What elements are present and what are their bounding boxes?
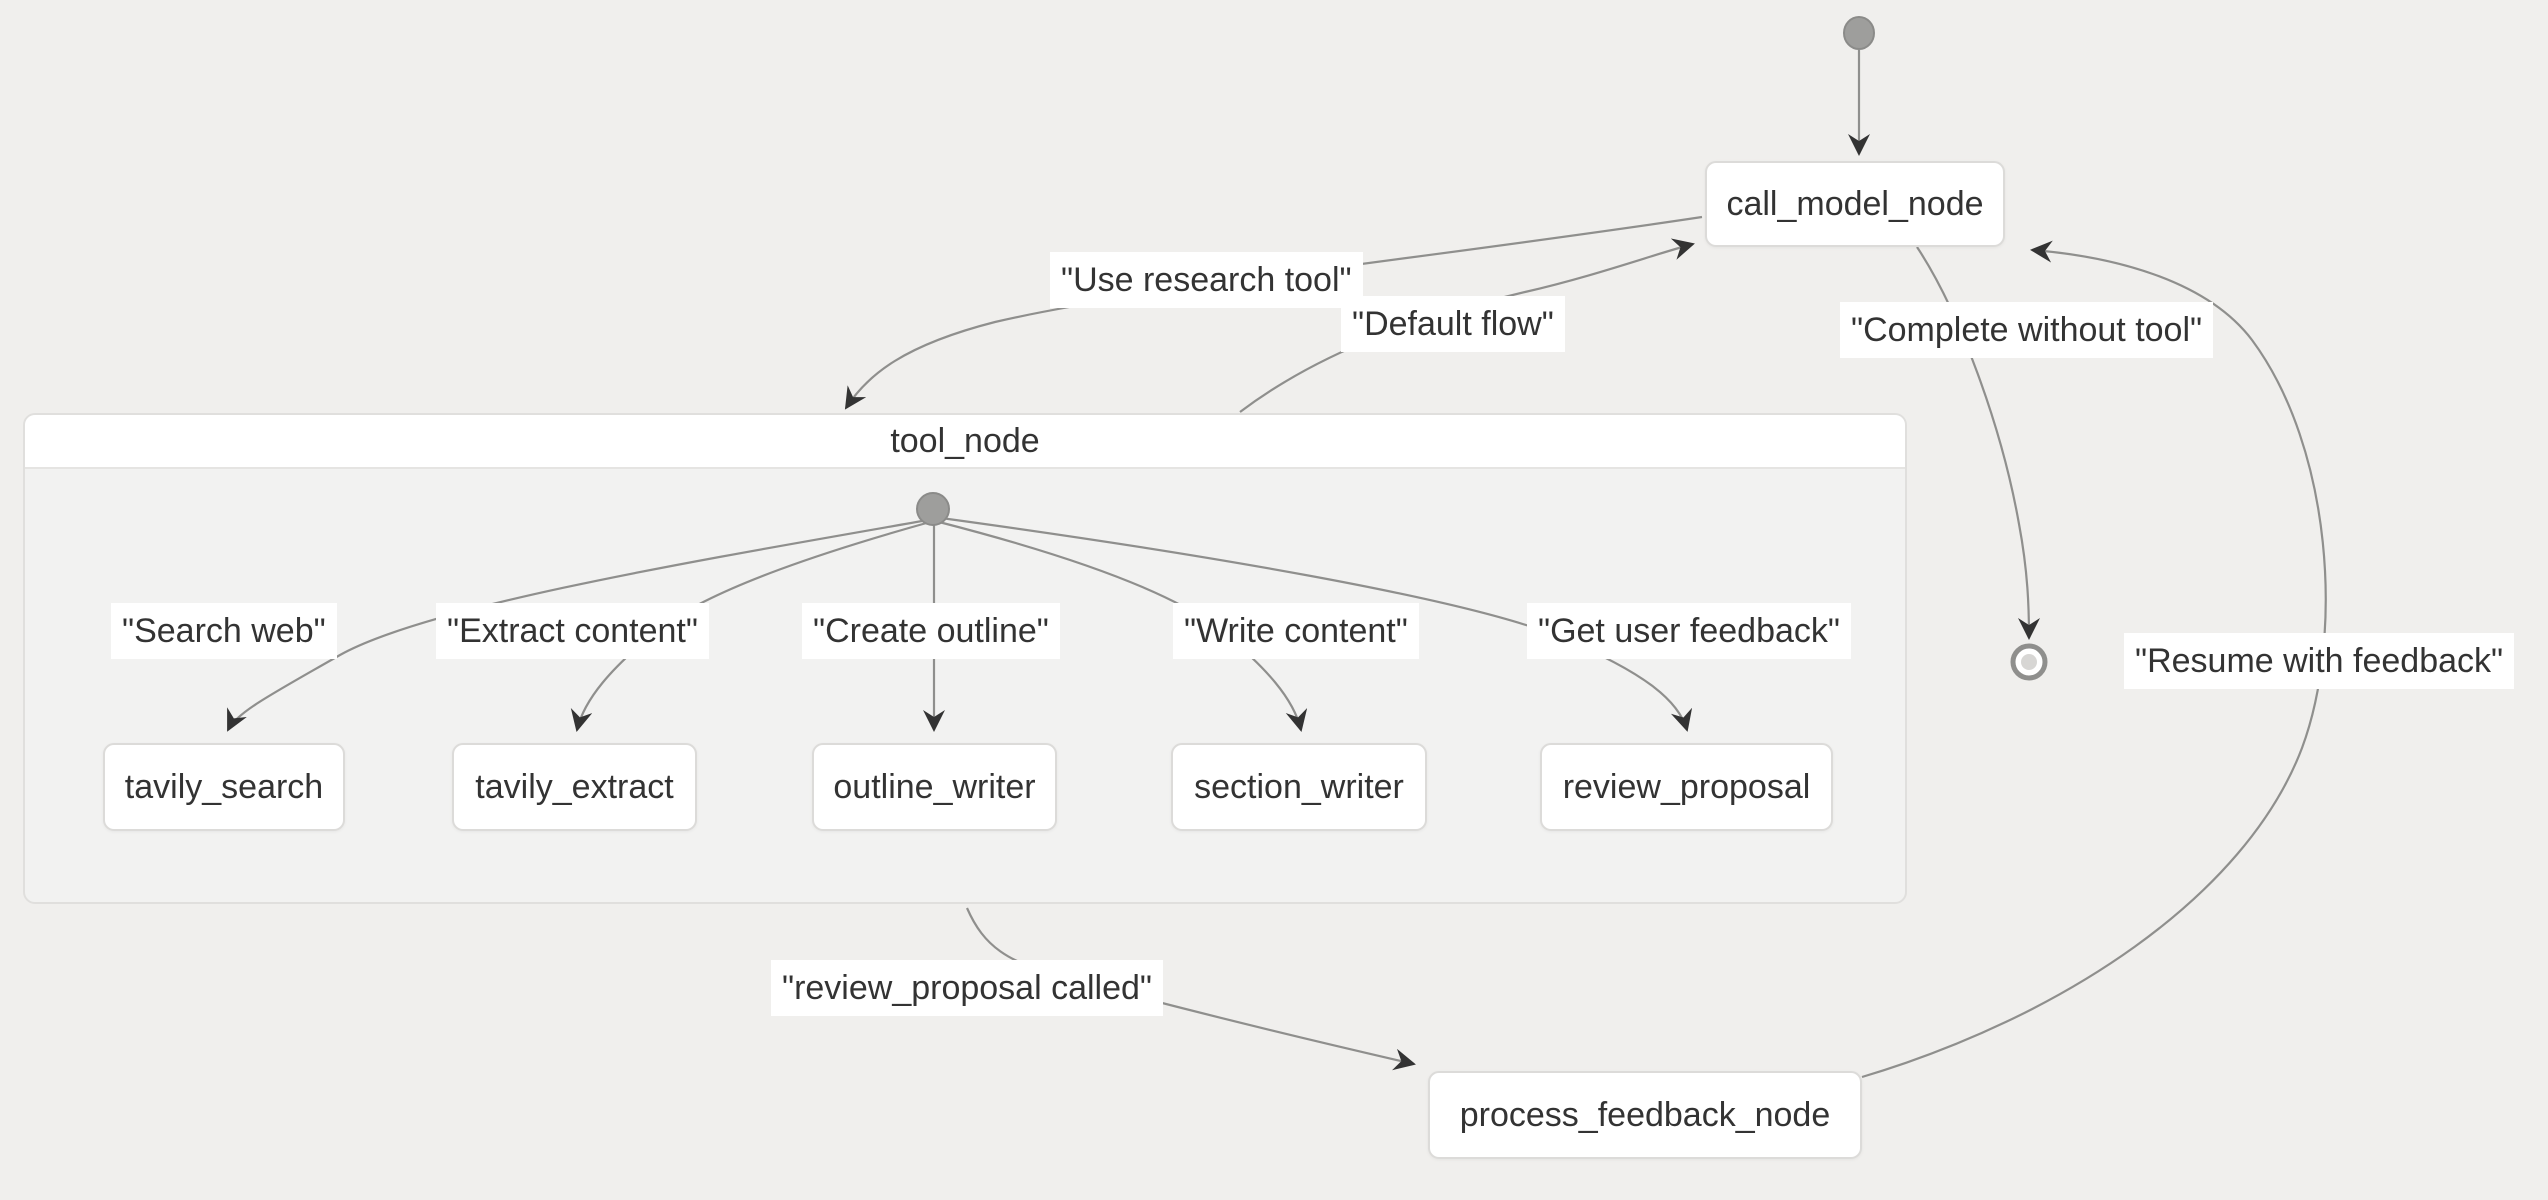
edge-label-search-web: "Search web" [111, 603, 337, 659]
edge-label-extract-content: "Extract content" [436, 603, 709, 659]
node-process-feedback: process_feedback_node [1428, 1071, 1862, 1159]
edge-label-complete-without-tool: "Complete without tool" [1840, 302, 2214, 358]
start-state-icon [1843, 16, 1875, 50]
cluster-tool-node-title: tool_node [890, 421, 1040, 460]
node-tavily-extract: tavily_extract [452, 743, 697, 831]
node-call-model: call_model_node [1705, 161, 2005, 247]
edge-label-get-user-feedback: "Get user feedback" [1527, 603, 1851, 659]
edge-label-review-proposal-called: "review_proposal called" [771, 960, 1163, 1016]
edge-label-write-content: "Write content" [1173, 603, 1419, 659]
node-review-proposal: review_proposal [1540, 743, 1833, 831]
cluster-tool-node-header: tool_node [25, 415, 1905, 469]
edge-label-create-outline: "Create outline" [802, 603, 1060, 659]
edge-use-research-tool [844, 215, 1703, 410]
node-tavily-search: tavily_search [103, 743, 345, 831]
edge-label-default-flow: "Default flow" [1341, 296, 1565, 352]
edge-label-resume-with-feedback: "Resume with feedback" [2124, 633, 2515, 689]
end-state-inner-dot [2021, 654, 2037, 670]
edge-search-web [227, 518, 929, 732]
edge-label-use-research-tool: "Use research tool" [1050, 252, 1363, 308]
edge-resume-with-feedback [1861, 240, 2327, 1079]
tool-start-state-icon [916, 492, 950, 526]
node-section-writer: section_writer [1171, 743, 1427, 831]
edge-get-user-feedback [940, 516, 1693, 732]
node-outline-writer: outline_writer [812, 743, 1057, 831]
